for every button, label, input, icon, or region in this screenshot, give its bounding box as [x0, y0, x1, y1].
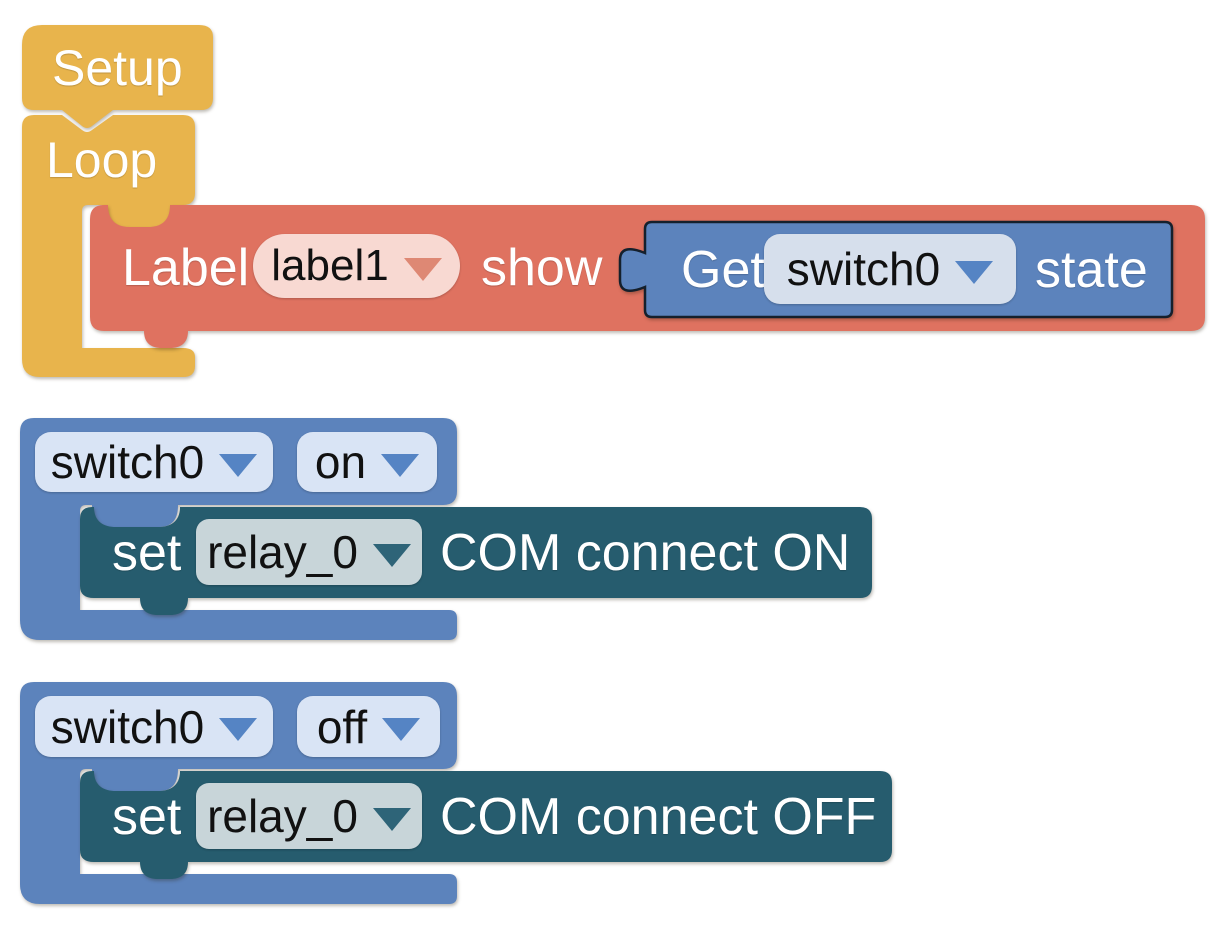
label-keyword: Label [122, 239, 250, 297]
on-switch-dropdown-value: switch0 [50, 436, 205, 488]
dropdown-arrow-icon [955, 260, 994, 284]
get-keyword: Get [681, 240, 765, 299]
setup-block[interactable] [22, 25, 213, 128]
label-name-dropdown-value: label1 [271, 241, 389, 290]
dropdown-arrow-icon [381, 453, 420, 477]
dropdown-arrow-icon [372, 543, 411, 567]
loop-block[interactable] [22, 115, 195, 377]
dropdown-arrow-icon [372, 807, 411, 831]
relay-off-dropdown[interactable]: relay_0 [196, 783, 422, 849]
set-off-action: COM connect OFF [440, 787, 877, 846]
relay-on-dropdown[interactable]: relay_0 [196, 519, 422, 585]
dropdown-arrow-icon [219, 718, 258, 741]
get-state-property: state [1035, 240, 1148, 299]
loop-block-label: Loop [46, 132, 158, 188]
off-switch-dropdown[interactable]: switch0 [35, 696, 273, 757]
dropdown-arrow-icon [382, 718, 421, 741]
on-state-dropdown-value: on [314, 436, 367, 488]
label-show-action: show [481, 239, 603, 297]
set-on-keyword: set [112, 523, 182, 582]
get-switch-dropdown-value: switch0 [786, 243, 941, 295]
set-on-action: COM connect ON [440, 523, 851, 582]
on-switch-dropdown[interactable]: switch0 [35, 432, 273, 492]
get-switch-dropdown[interactable]: switch0 [764, 234, 1016, 304]
label-name-dropdown[interactable]: label1 [253, 234, 460, 298]
off-state-dropdown-value: off [316, 700, 368, 753]
off-state-dropdown[interactable]: off [297, 696, 440, 757]
setup-block-label: Setup [52, 39, 183, 96]
relay-off-dropdown-value: relay_0 [207, 790, 358, 842]
relay-on-dropdown-value: relay_0 [207, 526, 358, 578]
on-state-dropdown[interactable]: on [297, 432, 437, 492]
dropdown-arrow-icon [219, 453, 258, 477]
set-off-keyword: set [112, 787, 182, 846]
off-switch-dropdown-value: switch0 [50, 700, 205, 753]
dropdown-arrow-icon [403, 257, 442, 281]
